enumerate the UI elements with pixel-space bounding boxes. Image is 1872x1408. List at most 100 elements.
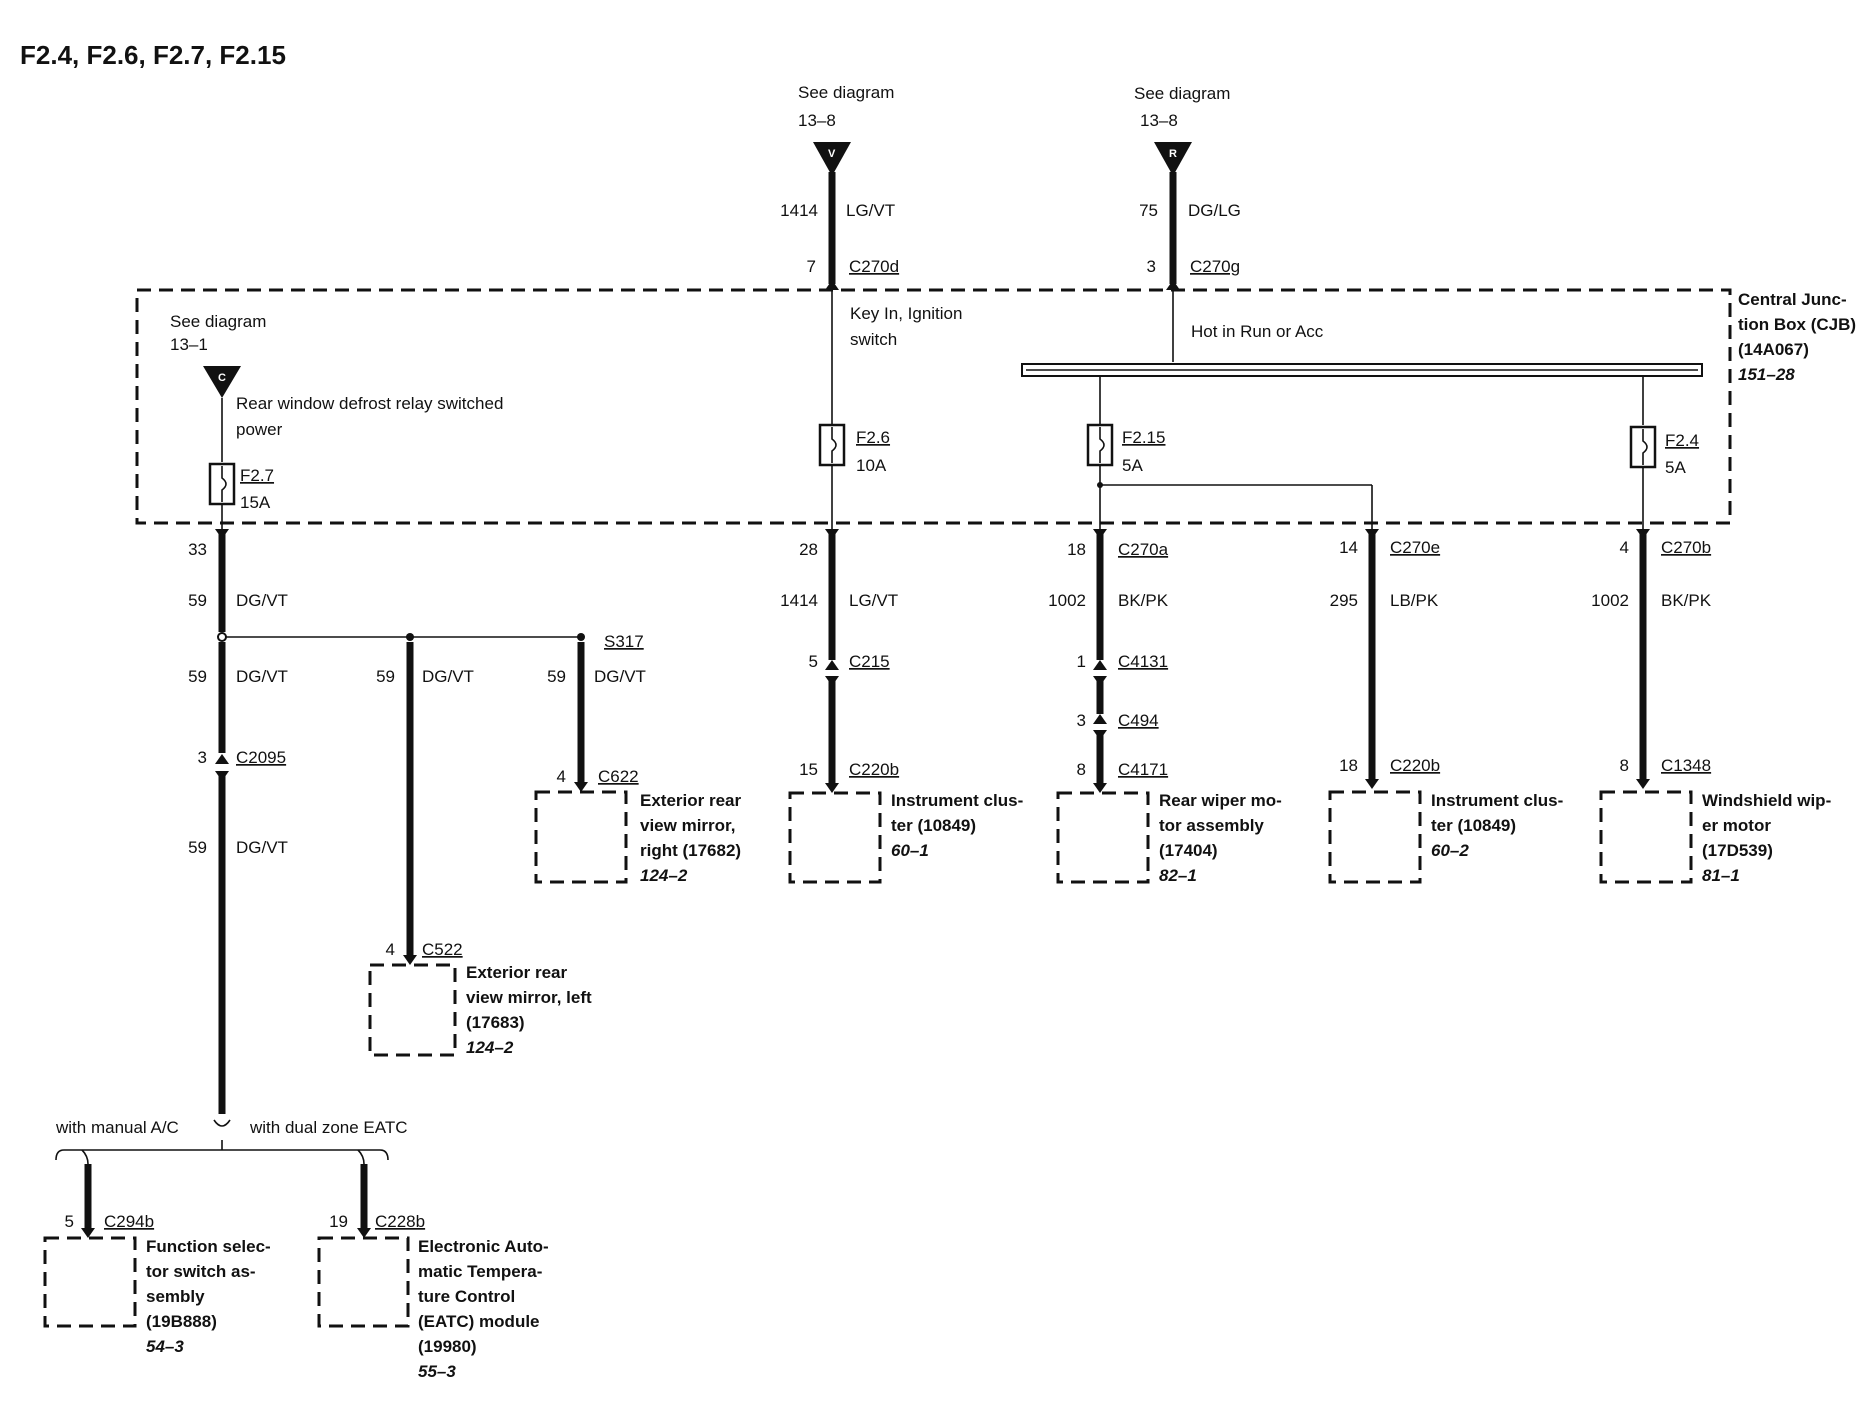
- svg-text:124–2: 124–2: [466, 1038, 514, 1057]
- fuse-f2-15: F2.15 5A: [1086, 423, 1373, 529]
- svg-text:59: 59: [547, 667, 566, 686]
- page-ref-triangle-icon: [203, 366, 241, 398]
- svg-text:C2095: C2095: [236, 748, 286, 767]
- component-eatc-module: 19 C228b Electronic Auto- matic Tempera-…: [317, 1212, 549, 1381]
- svg-text:Rear window defrost relay swit: Rear window defrost relay switched: [236, 394, 503, 413]
- branch-cluster-1414: 28 1414 LG/VT 5 C215 15 C220b Instrument…: [780, 529, 1023, 884]
- svg-text:V: V: [828, 148, 836, 160]
- svg-text:5A: 5A: [1122, 456, 1143, 475]
- svg-text:1002: 1002: [1591, 591, 1629, 610]
- svg-text:LG/VT: LG/VT: [846, 201, 895, 220]
- svg-text:matic Tempera-: matic Tempera-: [418, 1262, 542, 1281]
- svg-text:(EATC) module: (EATC) module: [418, 1312, 540, 1331]
- branch-mirror-left: 59 DG/VT 4 C522: [368, 642, 474, 1057]
- svg-text:C1348: C1348: [1661, 756, 1711, 775]
- svg-text:1414: 1414: [780, 201, 818, 220]
- svg-text:1414: 1414: [780, 591, 818, 610]
- svg-text:18: 18: [1067, 540, 1086, 559]
- svg-text:54–3: 54–3: [146, 1337, 184, 1356]
- svg-text:LB/PK: LB/PK: [1390, 591, 1439, 610]
- svg-text:8: 8: [1077, 760, 1086, 779]
- svg-text:(19B888): (19B888): [146, 1312, 217, 1331]
- svg-text:Rear wiper mo-: Rear wiper mo-: [1159, 791, 1282, 810]
- component-function-selector-switch: 5 C294b Function selec- tor switch as- s…: [43, 1212, 271, 1356]
- svg-text:F2.6: F2.6: [856, 428, 890, 447]
- svg-text:55–3: 55–3: [418, 1362, 456, 1381]
- svg-text:5: 5: [809, 652, 818, 671]
- svg-text:13–1: 13–1: [170, 335, 208, 354]
- svg-text:C294b: C294b: [104, 1212, 154, 1231]
- svg-text:ter (10849): ter (10849): [1431, 816, 1516, 835]
- svg-text:59: 59: [188, 667, 207, 686]
- svg-text:with dual zone EATC: with dual zone EATC: [249, 1118, 407, 1137]
- svg-text:13–8: 13–8: [798, 111, 836, 130]
- svg-text:124–2: 124–2: [640, 866, 688, 885]
- svg-text:5A: 5A: [1665, 458, 1686, 477]
- svg-text:60–2: 60–2: [1431, 841, 1469, 860]
- branch-defrost-59: 33 59 DG/VT S317 59 DG/VT 3 C2095 59 DG/…: [188, 529, 644, 1114]
- power-bus-bar: [1021, 363, 1703, 425]
- svg-text:(17404): (17404): [1159, 841, 1218, 860]
- svg-text:C494: C494: [1118, 711, 1159, 730]
- svg-text:Central Junc-: Central Junc-: [1738, 290, 1847, 309]
- svg-text:28: 28: [799, 540, 818, 559]
- svg-text:7: 7: [807, 257, 816, 276]
- svg-text:C220b: C220b: [1390, 756, 1440, 775]
- svg-text:R: R: [1169, 148, 1177, 160]
- svg-text:Windshield wip-: Windshield wip-: [1702, 791, 1831, 810]
- svg-text:See diagram: See diagram: [1134, 84, 1230, 103]
- svg-text:59: 59: [188, 838, 207, 857]
- cjb-label: Central Junc- tion Box (CJB) (14A067) 15…: [1738, 290, 1856, 384]
- svg-text:power: power: [236, 420, 283, 439]
- svg-text:C270d: C270d: [849, 257, 899, 276]
- svg-text:10A: 10A: [856, 456, 887, 475]
- svg-text:4: 4: [1620, 538, 1629, 557]
- svg-text:15A: 15A: [240, 493, 271, 512]
- diagram-title: F2.4, F2.6, F2.7, F2.15: [20, 40, 286, 70]
- svg-text:3: 3: [1147, 257, 1156, 276]
- svg-text:15: 15: [799, 760, 818, 779]
- svg-text:right (17682): right (17682): [640, 841, 741, 860]
- fuse-f2-6: F2.6 10A: [818, 423, 890, 529]
- svg-text:C622: C622: [598, 767, 639, 786]
- svg-text:F2.4: F2.4: [1665, 431, 1699, 450]
- svg-text:Instrument clus-: Instrument clus-: [1431, 791, 1563, 810]
- svg-text:(17D539): (17D539): [1702, 841, 1773, 860]
- svg-text:Hot in Run or Acc: Hot in Run or Acc: [1191, 322, 1324, 341]
- page-ref-triangle-icon: [1154, 142, 1192, 176]
- svg-text:C4131: C4131: [1118, 652, 1168, 671]
- component-mirror-left: Exterior rear view mirror, left (17683) …: [466, 963, 592, 1057]
- svg-text:1002: 1002: [1048, 591, 1086, 610]
- svg-text:5: 5: [65, 1212, 74, 1231]
- svg-text:1: 1: [1077, 652, 1086, 671]
- svg-text:75: 75: [1139, 201, 1158, 220]
- svg-text:14: 14: [1339, 538, 1358, 557]
- svg-text:60–1: 60–1: [891, 841, 929, 860]
- branch-rear-wiper-1002: 18 C270a 1002 BK/PK 1 C4131 3 C494 8 C41…: [1048, 529, 1282, 885]
- source-c: See diagram 13–1 C Rear window defrost r…: [170, 312, 503, 462]
- svg-text:C270a: C270a: [1118, 540, 1169, 559]
- svg-text:Instrument clus-: Instrument clus-: [891, 791, 1023, 810]
- page-ref-triangle-icon: [813, 142, 851, 176]
- svg-text:DG/VT: DG/VT: [594, 667, 646, 686]
- svg-text:(17683): (17683): [466, 1013, 525, 1032]
- svg-text:C4171: C4171: [1118, 760, 1168, 779]
- svg-text:C270e: C270e: [1390, 538, 1440, 557]
- fuse-f2-7: F2.7 15A: [208, 462, 274, 529]
- branch-mirror-right: 59 DG/VT 4 C622: [534, 642, 646, 884]
- svg-text:C228b: C228b: [375, 1212, 425, 1231]
- svg-text:F2.15: F2.15: [1122, 428, 1165, 447]
- svg-text:view mirror, left: view mirror, left: [466, 988, 592, 1007]
- cjb-boundary: [135, 288, 1732, 525]
- splice-label: S317: [604, 632, 644, 651]
- svg-text:151–28: 151–28: [1738, 365, 1795, 384]
- svg-text:C: C: [218, 372, 226, 384]
- svg-text:BK/PK: BK/PK: [1118, 591, 1169, 610]
- svg-text:DG/LG: DG/LG: [1188, 201, 1241, 220]
- source-r: See diagram 13–8 R 75 DG/LG 3 C270g Hot …: [1134, 84, 1324, 362]
- fuse-f2-4: F2.4 5A: [1629, 425, 1699, 529]
- svg-text:C522: C522: [422, 940, 463, 959]
- svg-text:C270g: C270g: [1190, 257, 1240, 276]
- svg-text:sembly: sembly: [146, 1287, 205, 1306]
- svg-text:59: 59: [188, 591, 207, 610]
